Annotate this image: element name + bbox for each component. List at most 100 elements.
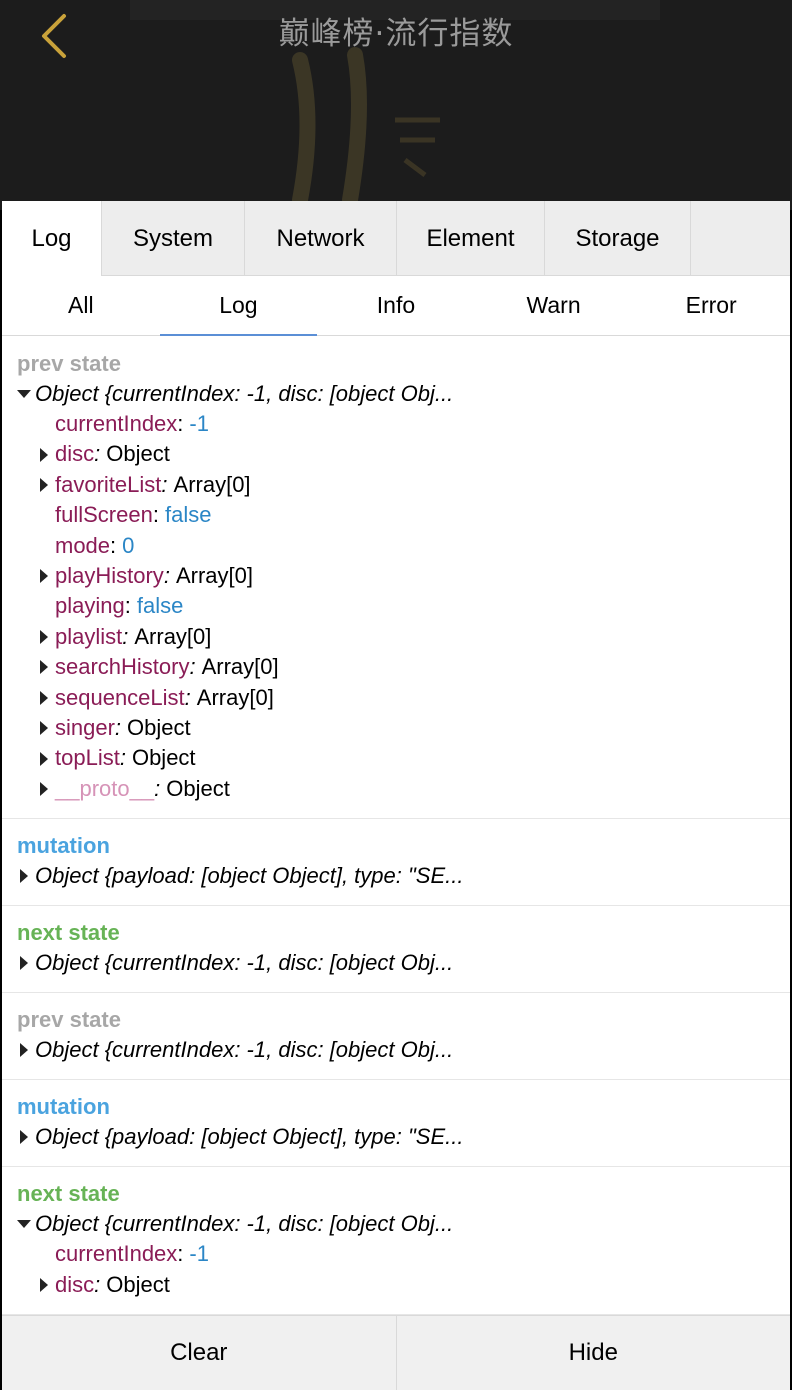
object-property-row[interactable]: playlist:Array[0] — [37, 622, 790, 652]
object-property-row: currentIndex:-1 — [37, 1239, 790, 1269]
clear-button[interactable]: Clear — [170, 1339, 228, 1366]
log-entry-label: mutation — [17, 833, 110, 859]
property-separator: : — [161, 471, 168, 497]
filter-info[interactable]: Info — [376, 292, 416, 318]
caret-right-icon — [20, 956, 28, 971]
object-property-row[interactable]: __proto__:Object — [37, 774, 790, 804]
tab-system[interactable]: System — [102, 201, 245, 276]
object-summary-text: Object {payload: [object Object], type: … — [35, 863, 464, 889]
property-value: 0 — [122, 532, 135, 558]
log-entry-label: prev state — [17, 1007, 121, 1033]
property-separator: : — [94, 1271, 101, 1297]
property-value: Object — [166, 775, 230, 801]
log-entry-label: prev state — [17, 351, 121, 376]
property-value: Object — [106, 441, 170, 467]
property-key: playHistory — [55, 563, 164, 589]
object-summary-text: Object {currentIndex: -1, disc: [object … — [35, 1037, 454, 1063]
tab-log[interactable]: Log — [2, 201, 102, 277]
property-key: mode — [55, 532, 111, 558]
object-property-row[interactable]: searchHistory:Array[0] — [37, 652, 790, 682]
object-property-row[interactable]: disc:Object — [37, 439, 790, 469]
object-property-row[interactable]: favoriteList:Array[0] — [37, 470, 790, 500]
property-value: false — [136, 593, 184, 619]
object-summary-text: Object {currentIndex: -1, disc: [object … — [35, 381, 454, 406]
property-value: Object — [131, 745, 196, 771]
object-summary-toggle[interactable]: Object {currentIndex: -1, disc: [object … — [17, 379, 790, 409]
caret-right-icon — [40, 751, 48, 766]
caret-right-icon — [40, 1277, 48, 1292]
caret-right-icon — [20, 1043, 28, 1058]
filter-error[interactable]: Error — [685, 292, 737, 318]
property-separator: : — [152, 502, 159, 528]
property-key: topList — [55, 745, 120, 771]
property-separator: : — [119, 745, 126, 771]
tab-element[interactable]: Element — [397, 201, 545, 276]
object-summary-toggle[interactable]: Object {currentIndex: -1, disc: [object … — [17, 1209, 790, 1239]
property-separator: : — [184, 684, 191, 710]
property-separator: : — [114, 715, 122, 741]
property-key: searchHistory — [55, 654, 190, 680]
property-value: Array[0] — [134, 623, 212, 649]
log-entry-label: next state — [17, 920, 120, 946]
property-key: __proto__ — [55, 775, 155, 801]
property-value: -1 — [189, 411, 209, 436]
console-tab-bar: Log System Network Element Storage — [2, 201, 790, 277]
caret-right-icon — [20, 1130, 28, 1145]
property-key: sequenceList — [55, 684, 185, 710]
property-value: Array[0] — [201, 654, 279, 680]
property-key: currentIndex — [55, 411, 178, 436]
chevron-left-icon — [42, 14, 66, 58]
object-summary-toggle[interactable]: Object {currentIndex: -1, disc: [object … — [17, 1035, 790, 1065]
property-value: Array[0] — [173, 471, 251, 497]
debug-console-panel: Log System Network Element Storage All L… — [2, 201, 790, 1390]
caret-right-icon — [40, 721, 48, 736]
object-property-row[interactable]: sequenceList:Array[0] — [37, 683, 790, 713]
object-summary-toggle[interactable]: Object {payload: [object Object], type: … — [17, 1122, 790, 1152]
console-footer: Clear Hide — [2, 1315, 790, 1390]
object-property-row[interactable]: singer:Object — [37, 713, 790, 743]
property-key: fullScreen — [55, 502, 153, 528]
object-property-row: playing:false — [37, 591, 790, 621]
log-entry-label: next state — [17, 1181, 120, 1207]
object-property-row: currentIndex:-1 — [37, 409, 790, 439]
object-summary-text: Object {currentIndex: -1, disc: [object … — [35, 1211, 454, 1237]
property-value: -1 — [189, 1241, 209, 1267]
tab-storage[interactable]: Storage — [545, 201, 691, 276]
caret-down-icon — [17, 390, 31, 398]
object-summary-text: Object {payload: [object Object], type: … — [35, 1124, 464, 1150]
back-button[interactable] — [28, 6, 78, 60]
caret-right-icon — [40, 478, 48, 493]
object-property-row[interactable]: topList:Object — [37, 743, 790, 773]
caret-right-icon — [40, 660, 48, 675]
filter-all[interactable]: All — [68, 292, 94, 318]
object-summary-toggle[interactable]: Object {payload: [object Object], type: … — [17, 861, 790, 891]
property-value: false — [164, 502, 212, 528]
caret-right-icon — [40, 630, 48, 645]
object-property-row[interactable]: disc:Object — [37, 1270, 790, 1300]
object-property-row[interactable]: playHistory:Array[0] — [37, 561, 790, 591]
property-separator: : — [163, 563, 170, 589]
property-key: singer — [55, 715, 115, 741]
hide-button[interactable]: Hide — [395, 1316, 791, 1390]
property-key: favoriteList — [55, 471, 162, 497]
tab-network[interactable]: Network — [245, 201, 397, 276]
property-key: disc — [55, 441, 95, 467]
object-property-row: mode:0 — [37, 531, 790, 561]
property-key: currentIndex — [55, 1241, 178, 1267]
property-key: playlist — [55, 623, 123, 649]
property-separator: : — [124, 593, 131, 619]
object-property-row: fullScreen:false — [37, 500, 790, 530]
filter-warn[interactable]: Warn — [526, 292, 581, 318]
property-separator: : — [177, 411, 184, 436]
property-separator: : — [189, 654, 196, 680]
page-title: 巅峰榜·流行指数 — [278, 16, 514, 52]
object-summary-toggle[interactable]: Object {currentIndex: -1, disc: [object … — [17, 948, 790, 978]
filter-log[interactable]: Log — [159, 276, 318, 336]
property-value: Array[0] — [175, 563, 253, 589]
property-value: Object — [127, 715, 191, 741]
